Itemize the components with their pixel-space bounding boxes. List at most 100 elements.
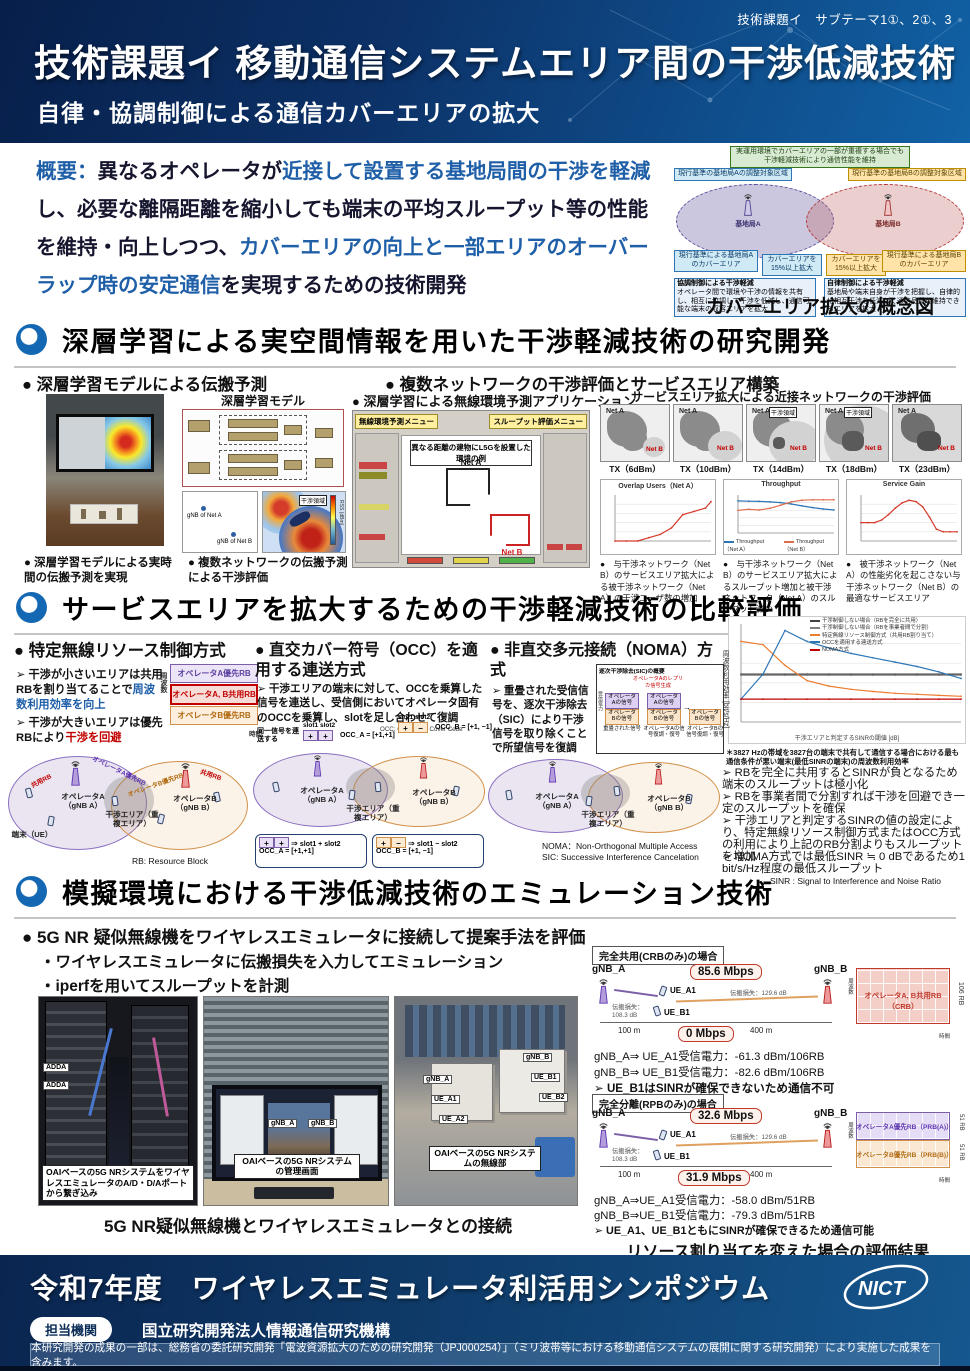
map-cell-1: Net A Net B xyxy=(600,404,670,462)
m1-b1-highlight: 周波数利用効率を向上 xyxy=(16,684,155,712)
slot-sum-label: slot1 + slot2 xyxy=(299,841,341,848)
net-b-floorplan xyxy=(490,514,530,546)
gnb-a-tower-icon xyxy=(599,1123,608,1148)
concept-expand-b: カバーエリアを15%以上拡大 xyxy=(826,254,886,276)
result-bullet-2: RBを事業者間で分割すれば干渉を回避でき一定のスループットを確保 xyxy=(722,791,968,816)
colorbar-label: RSS (dBm) xyxy=(338,500,344,526)
loss-a-label: 伝搬損失：108.3 dB xyxy=(612,1004,644,1019)
beam-a xyxy=(614,988,658,997)
bs-a-label: 基地局A xyxy=(735,221,761,228)
app-button-yellow[interactable] xyxy=(453,557,489,564)
divider xyxy=(14,366,956,368)
map-net-a-label: Net A xyxy=(606,408,625,415)
occ-decode-a-callout: ++ ⇒ slot1 + slot2 OCC_A = [+1,+1] xyxy=(255,834,367,868)
map-net-a-label: Net A xyxy=(825,408,844,415)
result-bullet-1: RBを完全に共用するとSINRが負となるため端末のスループットは極小化 xyxy=(722,767,968,792)
m1-b2-highlight: 干渉を回避 xyxy=(65,732,122,745)
sig-b-cell: オペレータBの信号 xyxy=(605,709,639,725)
divider xyxy=(14,917,956,919)
time-axis: 時間 xyxy=(938,1034,950,1040)
service-area-eval-title: サービスエリア拡大による近接ネットワークの干渉評価 xyxy=(631,390,931,404)
ue-a1-unit-label: UE_A1 xyxy=(431,1095,460,1104)
colorbar xyxy=(330,495,336,545)
eval2-label: 完全分離(RPBのみ)の場合 xyxy=(592,1094,724,1113)
distance-100m: 100 m xyxy=(618,1170,641,1179)
comparison-ylabel: 周波数利用効率 [bit/s/Hz] xyxy=(722,650,729,729)
monitor-photo: gNB_A gNB_B OAIベースの5G NRシステムの管理画面 xyxy=(203,996,389,1206)
occ-slots-b-header: slot1 slot2 xyxy=(398,714,431,721)
rb-priority-a: オペレータA優先RB xyxy=(170,664,258,683)
slot-diff-label: slot1 − slot2 xyxy=(416,841,458,848)
sic-overview-inset: 逐次干渉除去(SIC)の概要 受信電力 オペレータAのレプリカ信号生成 オペレー… xyxy=(596,664,724,754)
concept-coop-box: 協調制御による干渉軽減 オペレータ間で環境や干渉の情報を共有し、相互に協調して干… xyxy=(674,278,816,317)
rb-shared-ab: オペレータA, B共用RB xyxy=(170,684,258,705)
testbed-photo xyxy=(46,394,164,546)
occ-a-callout-label: OCC_A = [+1,+1] xyxy=(259,848,314,855)
section1-title: 深層学習による実空間情報を用いた干渉軽減技術の研究開発 xyxy=(62,327,831,357)
interference-area-tag: 干渉領域 xyxy=(844,407,873,418)
model-label: 深層学習モデル xyxy=(220,394,305,408)
legend-net-b: Throughput（Net B） xyxy=(783,539,825,553)
ue-b1-unit-label: UE_B1 xyxy=(531,1073,560,1082)
header-banner: 技術課題イ サブテーマ1①、2①、3 技術課題イ 移動通信システムエリア間の干渉… xyxy=(0,0,970,143)
overlap-users-plot xyxy=(614,495,712,542)
section3-sub2: ・iperfを用いてスループットを計測 xyxy=(40,978,290,995)
model-board xyxy=(70,504,138,524)
comparison-legend: 干渉制御しない場合（RBを完全に共用） 干渉制御しない場合（RBを事業者間で分割… xyxy=(810,618,965,654)
map-tx-label-1: TX（6dBm） xyxy=(609,464,661,474)
sig-a-cell: オペレータAの信号 xyxy=(605,693,639,709)
section1-left-bullet: 深層学習モデルによる伝搬予測 xyxy=(22,371,268,395)
method2-bullet: 干渉エリアの端末に対して、OCCを乗算した信号を連送し、受信側においてオペレータ… xyxy=(257,682,483,725)
gnb-b-tower-icon xyxy=(181,763,190,788)
footer-banner: 令和7年度 ワイヤレスエミュレータ利活用シンポジウム NICT 担当機関 国立研… xyxy=(0,1255,970,1371)
concept-auto-title: 自律制御による干渉軽減 xyxy=(827,280,904,287)
gnb-b-tower-icon xyxy=(654,763,663,785)
prb-b-label: オペレータB優先RB（PRB(B)） xyxy=(856,1152,953,1159)
gnb-a-dot xyxy=(201,506,206,511)
method1-venn-diagram: 共用RB オペレータA優先RB オペレータB優先RB 共用RB 端末（UE） オ… xyxy=(8,748,248,854)
service-gain-plot xyxy=(860,495,958,542)
gnb-b-window-label: gNB_B xyxy=(308,1119,338,1128)
method1-title: 特定無線リソース制御方式 xyxy=(14,641,259,662)
chart-title: Overlap Users（Net A） xyxy=(618,483,698,490)
rb-allocation-grid: 周波数 オペレータA優先RB オペレータA, B共用RB オペレータB優先RB … xyxy=(160,664,262,738)
section1-right-bullet: 複数ネットワークの干渉評価とサービスエリア構築 xyxy=(385,371,780,395)
eval1-diagram: gNB_A gNB_B UE_A1 UE_B1 85.6 Mbps 0 Mbps… xyxy=(592,964,847,1050)
gnb-a-plot-label: gNB of Net A xyxy=(187,513,222,519)
section2-header: サービスエリアを拡大するための干渉軽減技術の比較評価 xyxy=(16,588,803,627)
overlap-zone xyxy=(345,767,395,807)
legend-net-a: Throughput（Net A） xyxy=(724,539,765,553)
method2-title: 直交カバー符号（OCC）を適用する連送方式 xyxy=(255,641,483,680)
ue-a1-label: UE_A1 xyxy=(670,1130,696,1139)
net-a-floorplan xyxy=(446,468,490,506)
sinr-note: SINR : Signal to Interference and Noise … xyxy=(770,876,942,886)
occ-b-callout-label: OCC_B = [+1, −1] xyxy=(376,848,433,855)
ue-icon xyxy=(111,795,119,807)
section-donut-icon xyxy=(16,592,47,623)
app-button-red[interactable] xyxy=(407,557,443,564)
app-net-a-label: Net A xyxy=(460,458,482,467)
gnb-a-label: gNB_A xyxy=(592,964,626,975)
overlap-users-chart: Overlap Users（Net A） xyxy=(600,479,716,555)
ue-icon xyxy=(613,785,621,797)
map-net-b-label: Net B xyxy=(938,445,955,452)
concept-cover-a: 現行基準による基地局Aのカバーエリア xyxy=(674,250,758,272)
map-net-b-label: Net B xyxy=(646,446,663,453)
ue-a1-label: UE_A1 xyxy=(670,986,696,995)
operator-a-label: オペレータA（gNB A） xyxy=(535,792,579,811)
sig-b-cell-3: オペレータBの信号 xyxy=(689,709,721,725)
rb-count-51a: 51 RB xyxy=(958,1114,964,1131)
map-cell-5: Net A Net B xyxy=(892,404,962,462)
map-tx-label-3: TX（14dBm） xyxy=(752,464,810,474)
ue-a1-icon xyxy=(658,985,668,997)
app-button-green[interactable] xyxy=(499,557,535,564)
prediction-app-screenshot: 無線環境予測メニュー スループット評価メニュー 異なる距離の建物にL5Gを設置し… xyxy=(352,410,590,568)
map-caption-3: 被干渉ネットワーク（Net A）の性能劣化を起こさない与干渉ネットワーク（Net… xyxy=(846,559,962,604)
app-right-panel xyxy=(543,433,587,563)
subtheme-tag: 技術課題イ サブテーマ1①、2①、3 xyxy=(737,13,952,27)
sig-b-cell-2: オペレータBの信号 xyxy=(647,709,681,725)
section1-header: 深層学習による実空間情報を用いた干渉軽減技術の研究開発 xyxy=(16,320,831,359)
svg-text:NICT: NICT xyxy=(858,1278,906,1300)
sic-dem-b-caption: オペレータBの信号復調・復号 xyxy=(686,726,724,738)
